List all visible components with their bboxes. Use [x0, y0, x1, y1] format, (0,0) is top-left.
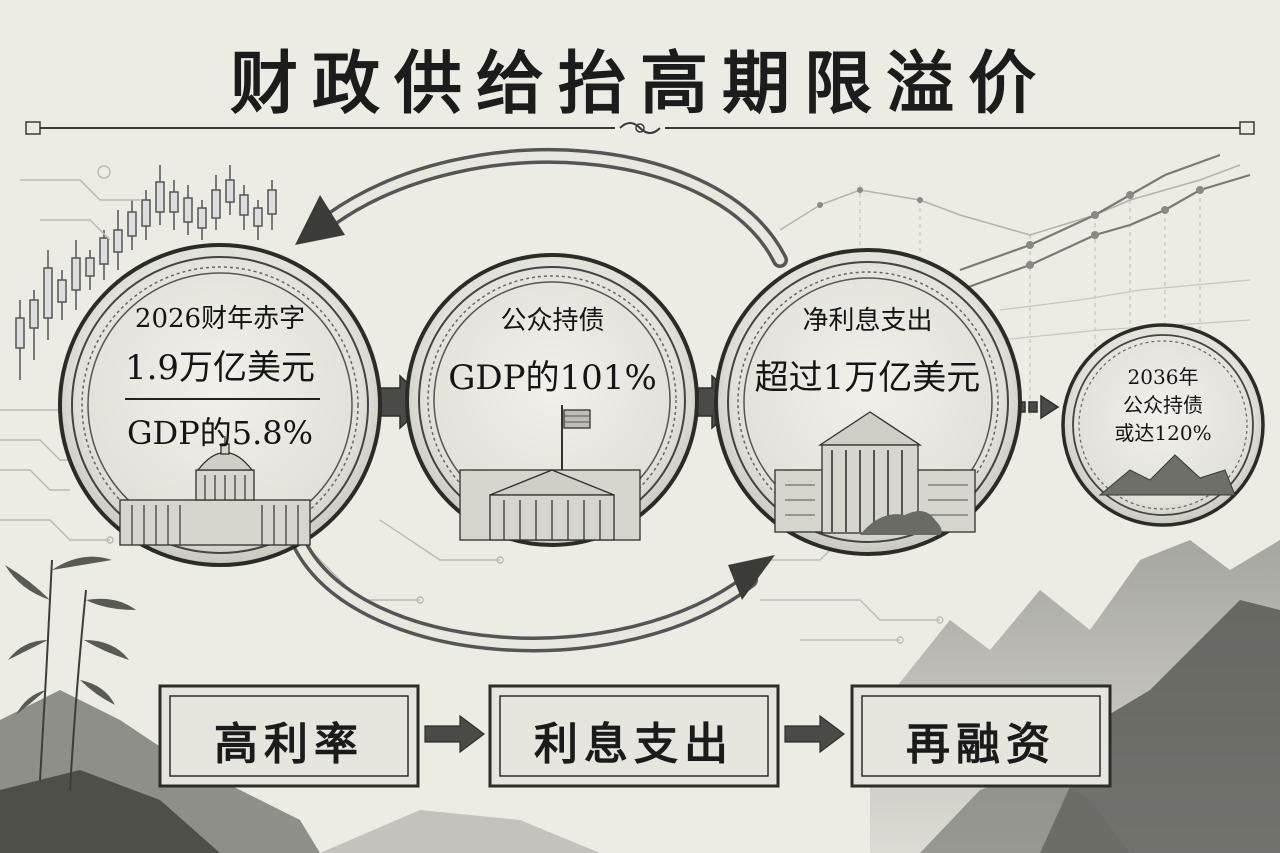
flow-box-arrows: [424, 714, 845, 754]
coin-2-label: 公众持债: [500, 306, 605, 336]
candlestick-chart-icon: [15, 165, 277, 380]
flow-box-refinancing: 再融资: [906, 719, 1056, 770]
coin-1-value: 1.9万亿美元: [124, 348, 316, 388]
flow-box-frames: [158, 684, 1112, 788]
coin-1-label: 2026财年赤字: [134, 304, 306, 334]
coin-4-label: 公众持债: [1123, 393, 1203, 417]
flow-box-high-rates: 高利率: [214, 719, 364, 770]
flow-box-interest-expense: 利息支出: [534, 719, 734, 770]
coin-4-year: 2036年: [1127, 365, 1199, 389]
coin-3-label: 净利息支出: [802, 306, 933, 336]
coin-1-divider: [125, 398, 320, 400]
federal-building-icon: [459, 405, 641, 541]
coin-3-value: 超过1万亿美元: [754, 358, 981, 398]
coin-1-share: GDP的5.8%: [126, 414, 314, 452]
coin-4-value: 或达120%: [1114, 421, 1212, 445]
bamboo-icon: [5, 556, 136, 791]
treasury-building-icon: [774, 411, 976, 535]
coin-2-value: GDP的101%: [448, 358, 657, 398]
page-title: 财政供给抬高期限溢价: [229, 44, 1050, 124]
mountain-icon: [1098, 454, 1236, 496]
cycle-arrows: [292, 148, 788, 653]
title-rule: [25, 121, 1255, 135]
capitol-building-icon: [119, 436, 311, 546]
